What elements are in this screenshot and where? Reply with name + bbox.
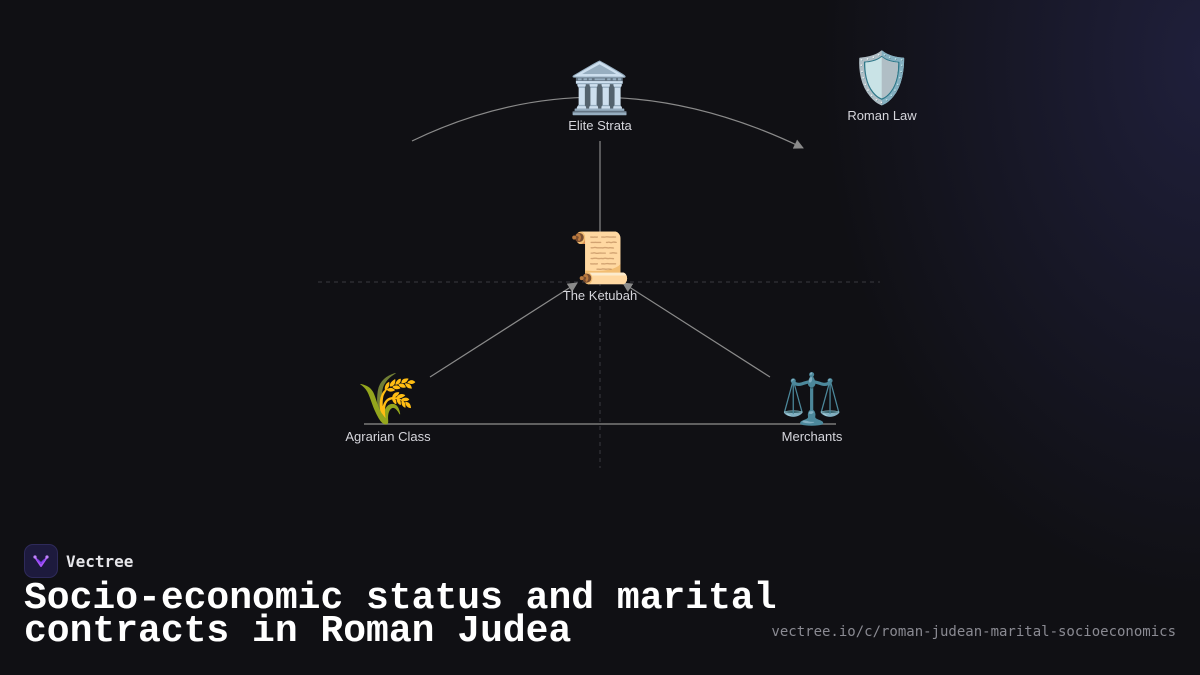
node-label-merchants: Merchants (781, 429, 843, 444)
node-the-ketubah[interactable]: 📜 The Ketubah (520, 230, 680, 303)
vectree-logo-icon (24, 544, 58, 578)
node-label-the-ketubah: The Ketubah (562, 288, 638, 303)
node-agrarian-class[interactable]: 🌾 Agrarian Class (308, 371, 468, 444)
edge-merchants-to-ketubah (622, 282, 771, 378)
page-title: Socio-economic status and marital contra… (24, 577, 777, 653)
shield-icon: 🛡️ (850, 49, 914, 107)
node-merchants[interactable]: ⚖️ Merchants (732, 371, 892, 444)
node-elite-strata[interactable]: 🏛️ Elite Strata (520, 60, 680, 133)
edge-elite-arc (411, 96, 804, 149)
node-label-roman-law: Roman Law (847, 108, 917, 123)
node-roman-law[interactable]: 🛡️ Roman Law (802, 50, 962, 123)
edge-agrarian-to-ketubah (429, 282, 578, 378)
brand: Vectree (24, 544, 133, 578)
wheat-icon: 🌾 (356, 370, 420, 428)
scales-icon: ⚖️ (780, 370, 844, 428)
brand-name: Vectree (66, 551, 134, 571)
temple-icon: 🏛️ (568, 59, 632, 117)
scroll-icon: 📜 (568, 229, 632, 287)
node-label-agrarian-class: Agrarian Class (345, 429, 431, 444)
source-url[interactable]: vectree.io/c/roman-judean-marital-socioe… (771, 624, 1176, 640)
node-label-elite-strata: Elite Strata (568, 118, 632, 133)
